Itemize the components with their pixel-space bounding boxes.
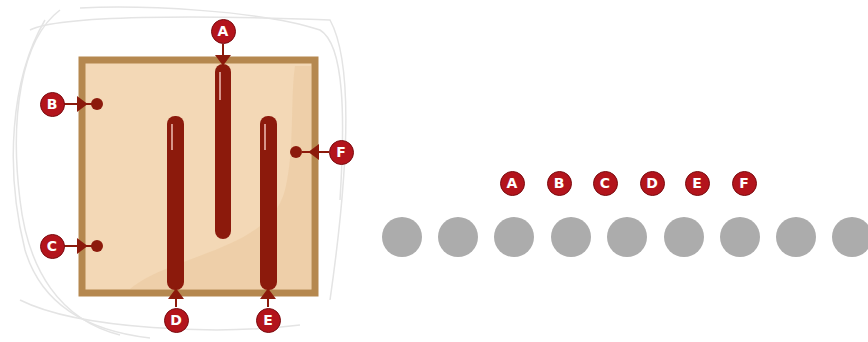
callout-letter: A bbox=[500, 171, 525, 196]
callout-letter: E bbox=[256, 308, 281, 333]
grey-dots bbox=[382, 217, 868, 257]
callout-letter: F bbox=[732, 171, 757, 196]
callout-letter: D bbox=[640, 171, 665, 196]
callout-letter: B bbox=[40, 92, 65, 117]
callout-letter: B bbox=[547, 171, 572, 196]
callout-letter: C bbox=[40, 234, 65, 259]
callout-letter: C bbox=[593, 171, 618, 196]
callout-pins bbox=[64, 44, 329, 307]
callout-letter: D bbox=[164, 308, 189, 333]
sensor-board bbox=[82, 60, 315, 293]
callout-letter: E bbox=[685, 171, 710, 196]
callout-letter: F bbox=[329, 140, 354, 165]
electrode-strips bbox=[167, 64, 277, 290]
background-swirls bbox=[13, 7, 345, 338]
callout-letter: A bbox=[211, 19, 236, 44]
